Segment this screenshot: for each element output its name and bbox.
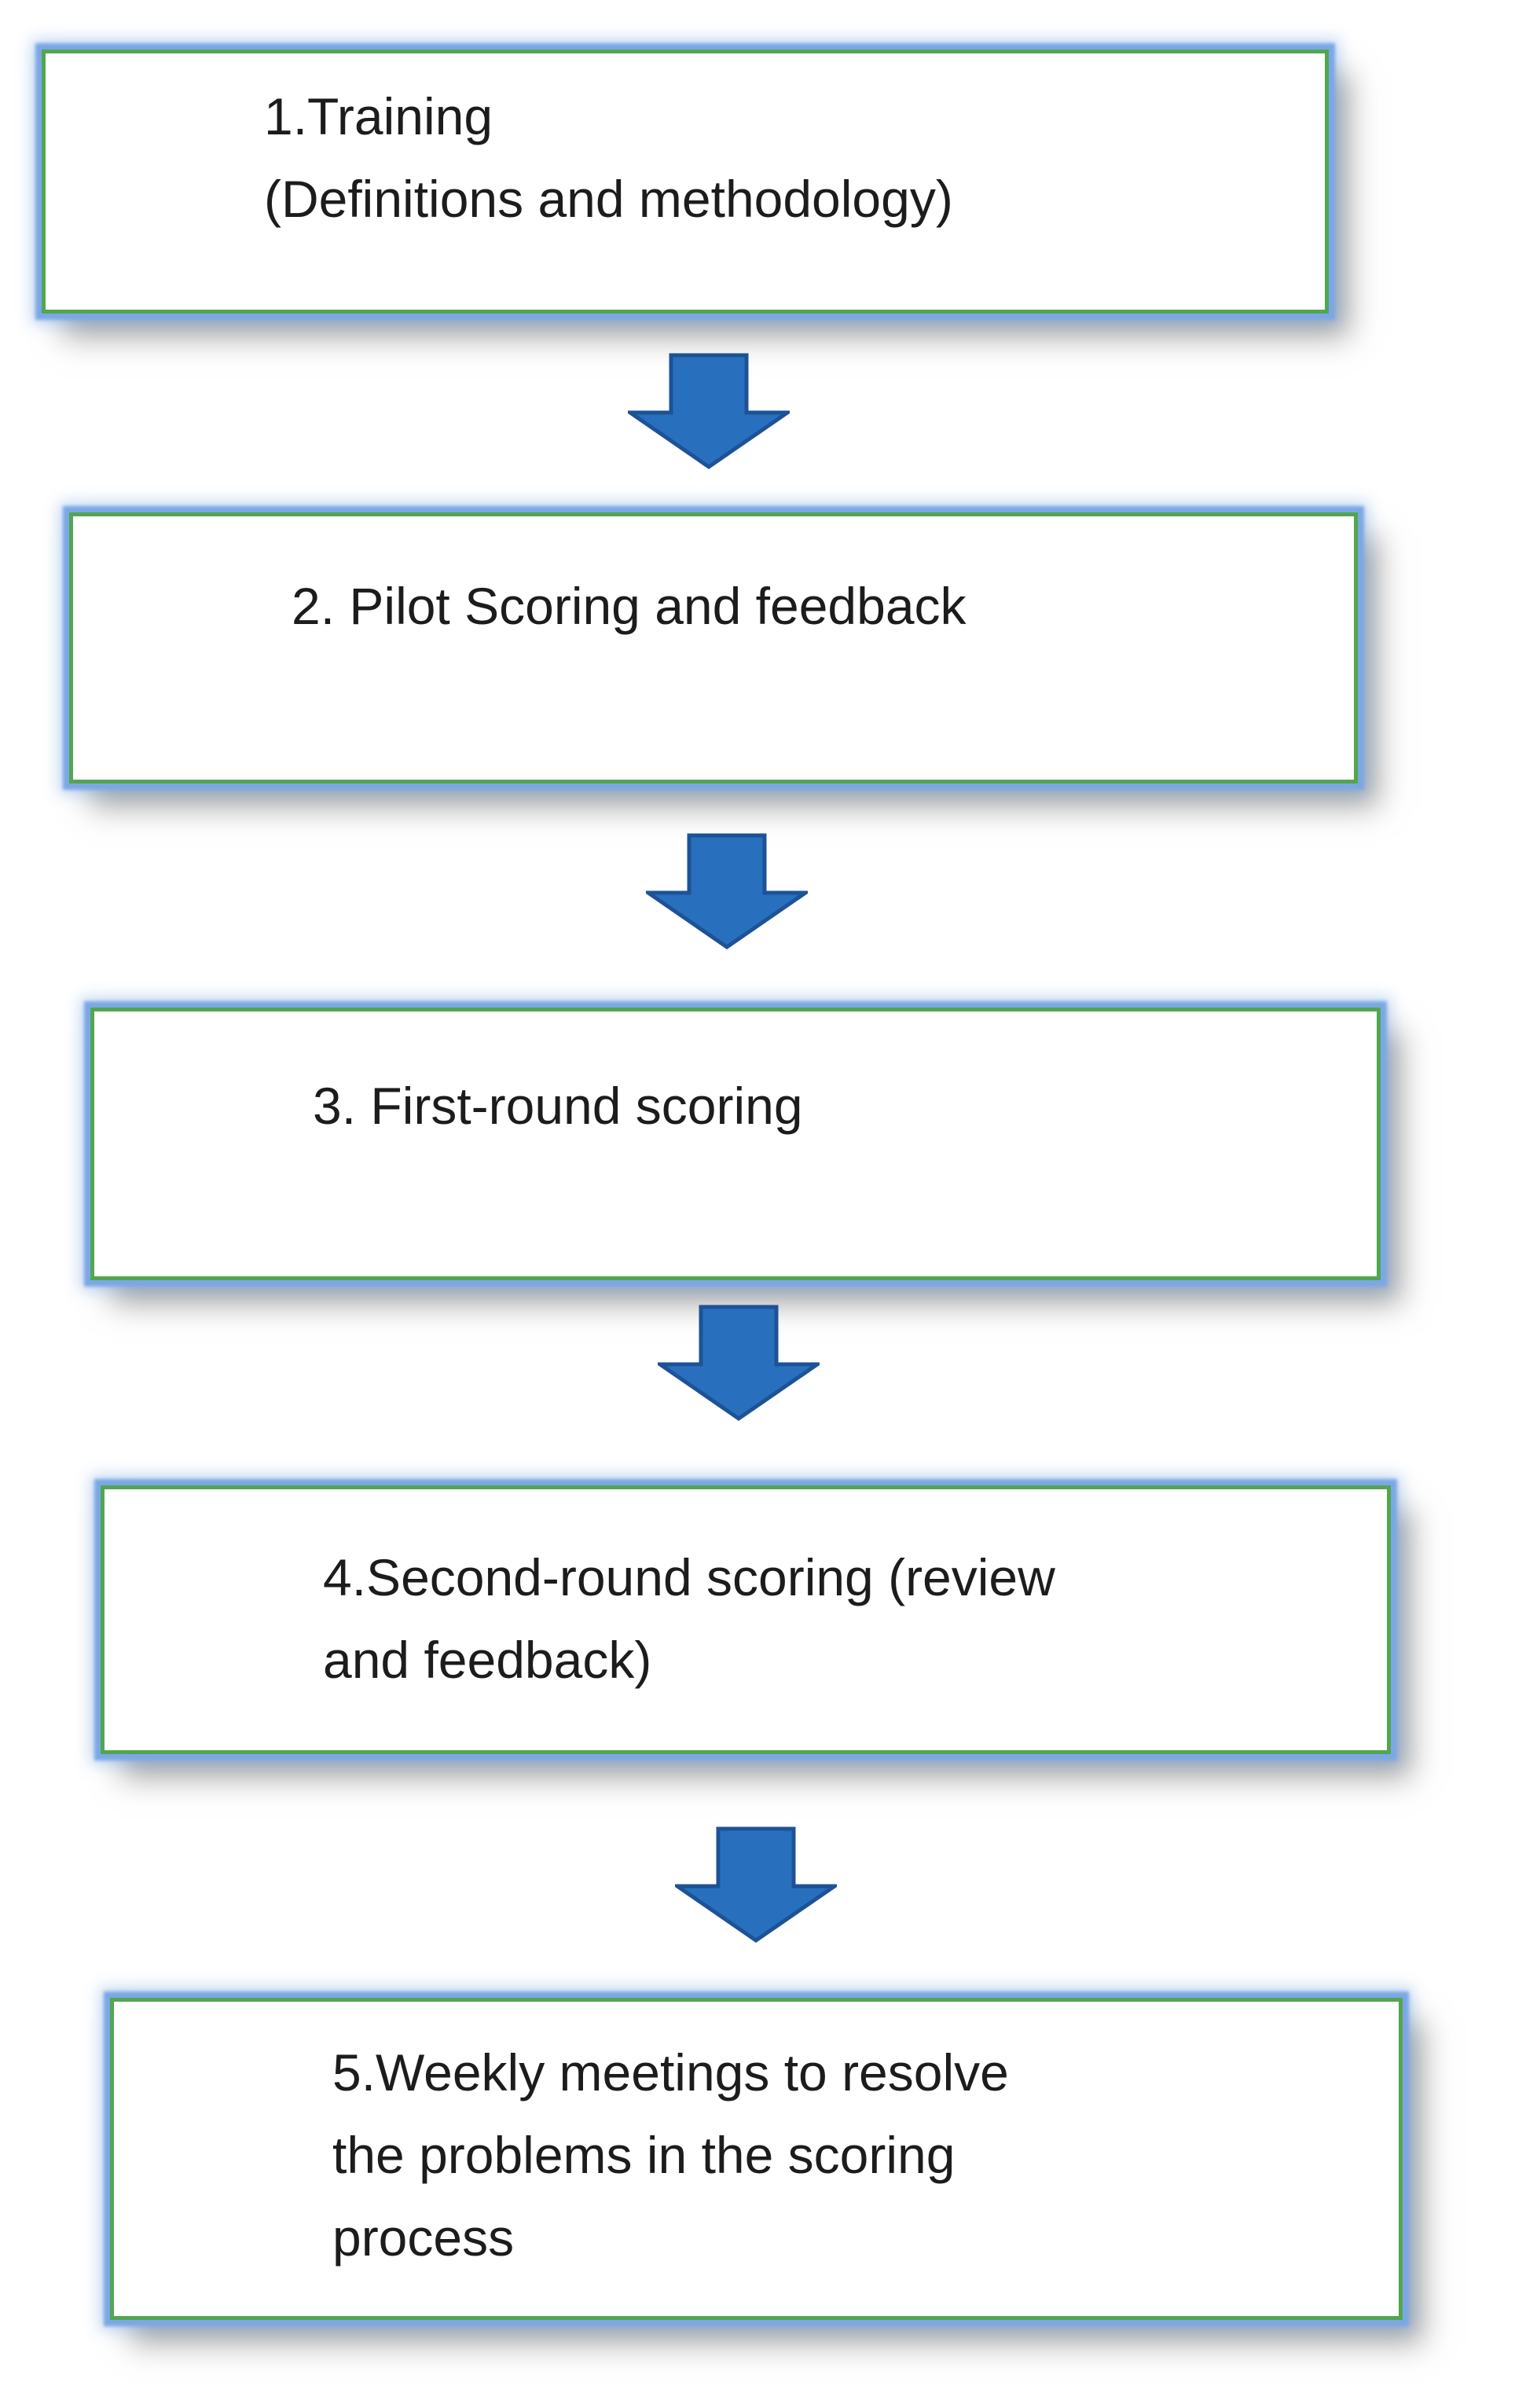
step-4-line-2: and feedback) [323,1631,652,1689]
step-box-1: 1.Training (Definitions and methodology) [42,50,1329,314]
step-box-4: 4.Second-round scoring (review and feedb… [101,1485,1391,1754]
step-4-line-1: 4.Second-round scoring (review [323,1548,1055,1606]
down-arrow-icon [628,353,790,469]
down-arrow-shape [658,1305,820,1421]
step-box-3: 3. First-round scoring [90,1008,1381,1280]
step-1-text: 1.Training (Definitions and methodology) [264,75,1293,240]
down-arrow-shape [675,1826,837,1943]
step-box-5: 5.Weekly meetings to resolve the problem… [110,1998,1403,2320]
down-arrow-icon [658,1305,820,1421]
step-2-text: 2. Pilot Scoring and feedback [292,565,1322,648]
step-4-text: 4.Second-round scoring (review and feedb… [323,1536,1355,1701]
step-5-line-3: process [332,2208,515,2267]
down-arrow-icon [646,833,808,949]
step-5-text: 5.Weekly meetings to resolve the problem… [332,2032,1367,2279]
step-2-line-1: 2. Pilot Scoring and feedback [292,577,967,635]
step-1-line-1: 1.Training [264,87,493,145]
down-arrow-icon [675,1826,837,1943]
step-5-line-2: the problems in the scoring [332,2126,956,2184]
step-1-line-2: (Definitions and methodology) [264,170,953,228]
step-5-line-1: 5.Weekly meetings to resolve [332,2043,1009,2101]
step-3-text: 3. First-round scoring [313,1065,1345,1147]
down-arrow-shape [628,353,790,469]
down-arrow-shape [646,833,808,949]
step-3-line-1: 3. First-round scoring [313,1077,803,1135]
step-box-2: 2. Pilot Scoring and feedback [69,512,1358,784]
